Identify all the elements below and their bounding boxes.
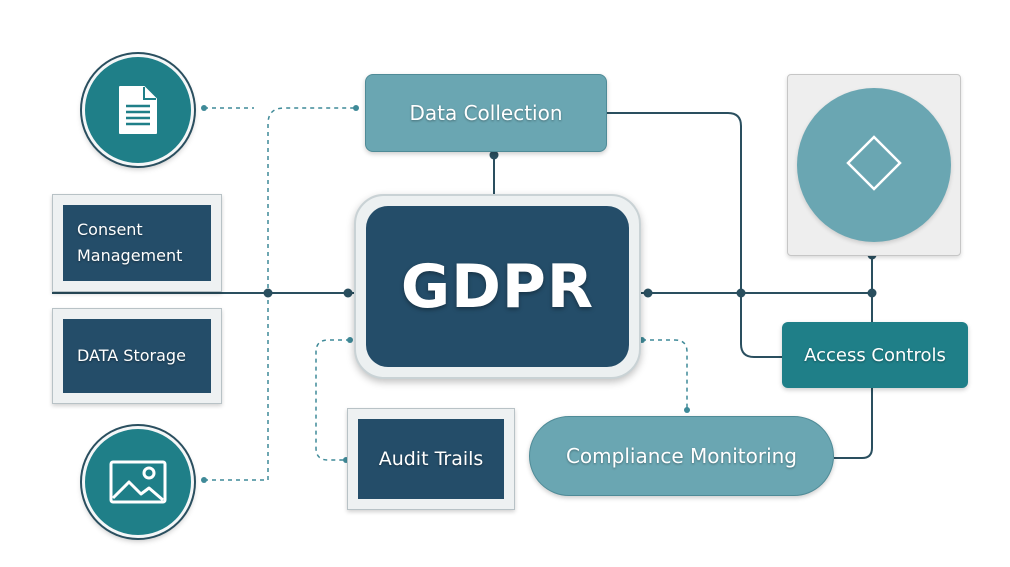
dashed-audit-connector — [315, 339, 350, 461]
consent-management-label: Consent Management — [63, 205, 211, 281]
consent-management-box: Consent Management — [52, 194, 222, 292]
diamond-node — [787, 74, 961, 256]
image-node — [82, 426, 194, 538]
access-compliance-connector — [834, 386, 873, 459]
dashed-compliance-connector — [642, 339, 688, 410]
data-collection-label: Data Collection — [409, 101, 563, 125]
image-icon — [109, 460, 167, 504]
dashed-collection-connector — [267, 107, 356, 480]
diamond-icon — [844, 133, 904, 197]
document-icon — [116, 84, 160, 136]
gdpr-title: GDPR — [400, 251, 595, 322]
audit-trails-label: Audit Trails — [358, 419, 504, 499]
compliance-monitoring-node: Compliance Monitoring — [529, 416, 834, 496]
gdpr-center-node: GDPR — [354, 194, 641, 379]
data-storage-label: DATA Storage — [63, 319, 211, 393]
collection-access-connector — [606, 112, 782, 358]
gdpr-center-inner: GDPR — [366, 206, 629, 367]
document-node — [82, 54, 194, 166]
data-storage-box: DATA Storage — [52, 308, 222, 404]
access-controls-node: Access Controls — [782, 322, 968, 388]
audit-trails-box: Audit Trails — [347, 408, 515, 510]
access-controls-label: Access Controls — [804, 344, 946, 366]
data-collection-node: Data Collection — [365, 74, 607, 152]
diamond-circle — [797, 88, 951, 242]
compliance-monitoring-label: Compliance Monitoring — [565, 444, 798, 468]
